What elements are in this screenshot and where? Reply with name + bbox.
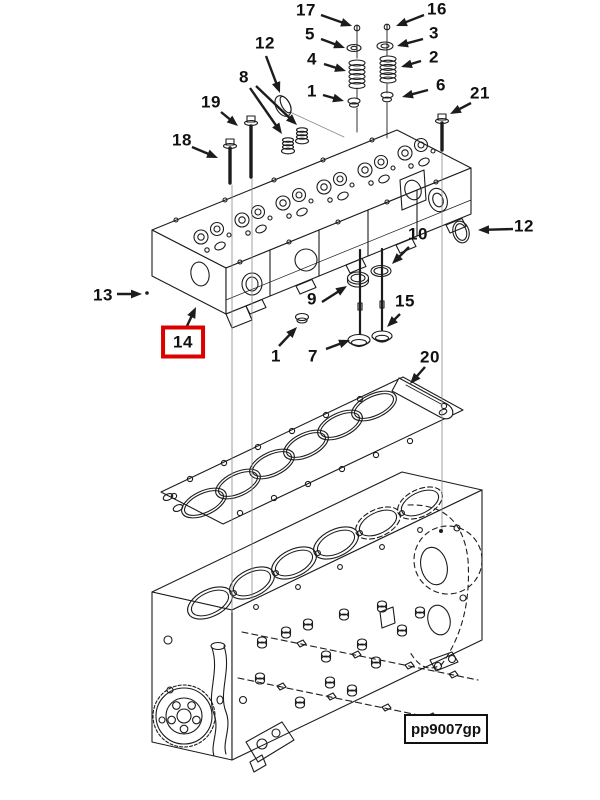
o-ring <box>452 220 470 244</box>
callout-15[interactable]: 15 <box>395 291 415 311</box>
valve-keeper <box>383 23 391 31</box>
valve-stem-seals <box>280 127 310 155</box>
callout-10[interactable]: 10 <box>408 224 428 244</box>
assembly-guide-lines <box>231 111 443 613</box>
callout-12a[interactable]: 12 <box>255 33 275 53</box>
callout-18[interactable]: 18 <box>172 130 192 150</box>
head-bolt-long <box>243 115 259 179</box>
valve-stem-seal <box>380 91 394 103</box>
valve-keeper <box>353 24 361 32</box>
valve <box>371 247 393 343</box>
callout-21[interactable]: 21 <box>470 83 490 103</box>
valve-train-parts <box>346 23 397 139</box>
head-bolts <box>222 113 450 185</box>
cylinder-block <box>151 471 483 773</box>
callout-1b[interactable]: 1 <box>271 346 281 366</box>
part-code-box: pp9007gp <box>404 714 488 744</box>
callout-4[interactable]: 4 <box>307 49 317 69</box>
callout-8[interactable]: 8 <box>239 67 249 87</box>
head-gasket <box>160 376 464 525</box>
cup-plug <box>274 95 292 117</box>
valve-spring <box>348 59 366 90</box>
valve <box>347 248 371 348</box>
head-bolt <box>434 113 450 152</box>
callout-2[interactable]: 2 <box>429 47 439 67</box>
callout-20[interactable]: 20 <box>420 347 440 367</box>
callout-12b[interactable]: 12 <box>514 216 534 236</box>
callout-13[interactable]: 13 <box>93 285 113 305</box>
callout-1a[interactable]: 1 <box>307 81 317 101</box>
valve-spring <box>379 55 397 84</box>
callout-9[interactable]: 9 <box>307 289 317 309</box>
callout-7[interactable]: 7 <box>308 346 318 366</box>
callout-17[interactable]: 17 <box>296 0 316 20</box>
valve-stem-seal <box>294 312 310 324</box>
callout-14[interactable]: 14 <box>161 325 205 359</box>
spring-retainer <box>346 43 362 53</box>
dowel-pin <box>145 291 149 295</box>
valves <box>347 247 393 348</box>
flywheel-housing <box>407 504 483 669</box>
valve-stem-seal <box>347 97 361 108</box>
small-seals <box>274 95 470 324</box>
callout-6[interactable]: 6 <box>436 75 446 95</box>
valve-seat-ring <box>346 271 370 288</box>
callout-16[interactable]: 16 <box>427 0 447 19</box>
head-bolt-short <box>222 138 238 185</box>
callout-19[interactable]: 19 <box>201 92 221 112</box>
callout-arrows <box>117 13 514 384</box>
callout-3[interactable]: 3 <box>429 23 439 43</box>
spring-retainer <box>376 41 394 51</box>
callout-5[interactable]: 5 <box>305 24 315 44</box>
